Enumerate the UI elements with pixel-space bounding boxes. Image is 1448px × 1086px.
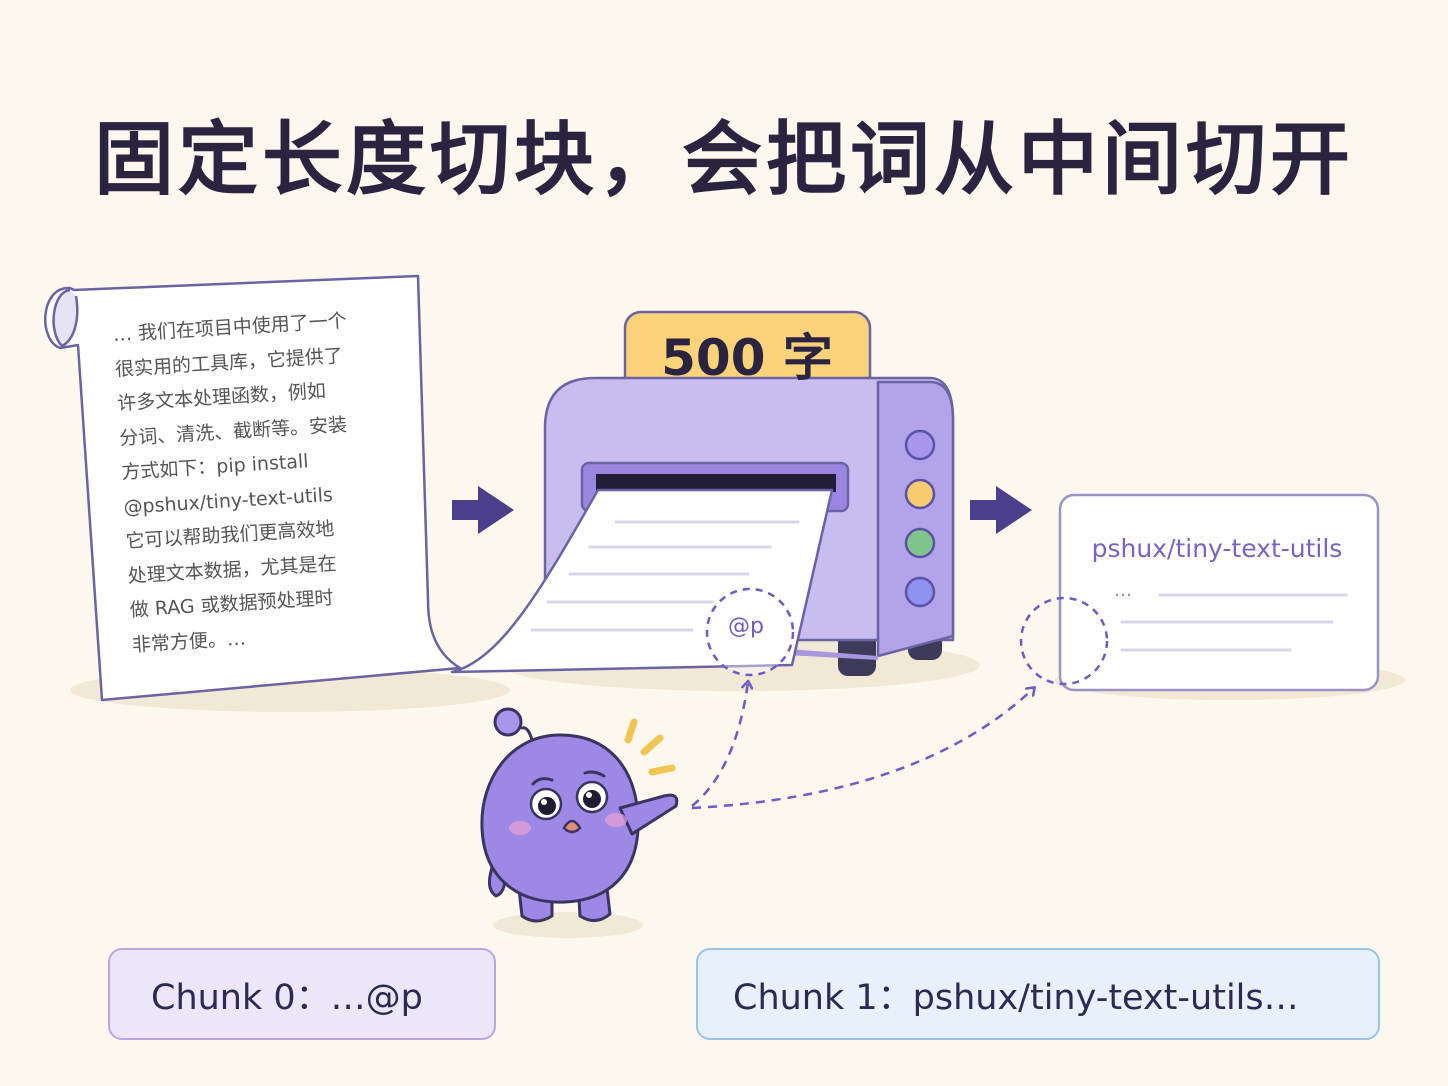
page-title: 固定长度切块，会把词从中间切开 xyxy=(94,113,1354,206)
arrow-right-icon xyxy=(452,486,514,534)
paper-scroll xyxy=(44,274,462,702)
cut-highlight-circle xyxy=(1019,596,1109,686)
arrow-right-icon xyxy=(970,486,1032,534)
chunk-1-box: Chunk 1：pshux/tiny-text-utils… xyxy=(696,948,1380,1040)
source-text-block: … 我们在项目中使用了一个 很实用的工具库，它提供了 许多文本处理函数，例如 分… xyxy=(112,300,423,662)
machine-button xyxy=(904,576,936,608)
antenna-icon xyxy=(493,707,523,737)
machine-label: 500 字 xyxy=(661,329,833,387)
cut-highlight-circle xyxy=(705,587,795,677)
chunk-0-label: Chunk 0：…@p xyxy=(151,977,423,1018)
machine-button xyxy=(904,478,936,510)
dashed-arrow xyxy=(691,682,748,807)
chunking-machine xyxy=(450,310,955,677)
dashed-arrow xyxy=(691,688,1034,810)
machine-button xyxy=(904,527,936,559)
next-chunk-title: pshux/tiny-text-utils xyxy=(1091,534,1343,563)
surprise-lines-icon xyxy=(624,718,676,776)
chunk-0-box: Chunk 0：…@p xyxy=(108,948,496,1040)
next-chunk-card xyxy=(1019,493,1380,692)
cut-fragment-label: @p xyxy=(728,614,764,639)
next-chunk-ellipsis: … xyxy=(1114,580,1132,601)
machine-button xyxy=(904,429,936,461)
paper-output xyxy=(450,488,834,674)
chunk-1-label: Chunk 1：pshux/tiny-text-utils… xyxy=(733,977,1299,1018)
mascot-character xyxy=(480,707,679,923)
